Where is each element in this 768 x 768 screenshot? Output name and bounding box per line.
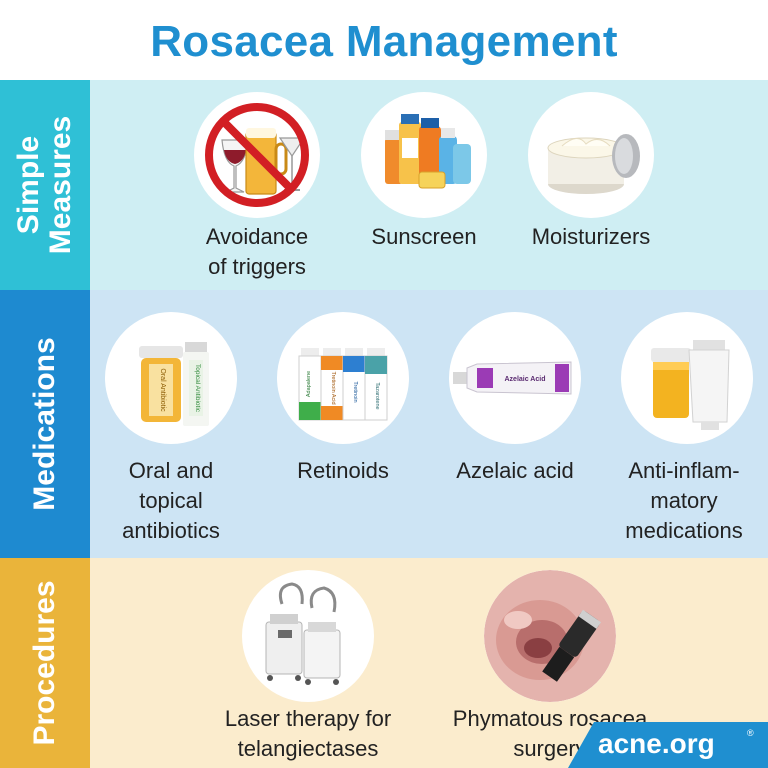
item-caption: Moisturizers	[531, 224, 651, 249]
tube-label: Azelaic Acid	[505, 376, 546, 383]
retinoid-tubes-icon: Adapalene Tretinoin Acid Tretinoin Tazar…	[277, 312, 409, 444]
nose-surgery-icon	[484, 570, 616, 702]
item-caption: Anti-inflam- matory medications	[625, 458, 743, 543]
cream-jar-icon	[528, 92, 654, 218]
logo-text: acne.org	[598, 728, 715, 759]
pill-bottle-label: Oral Antibiotic	[159, 368, 166, 412]
section-medications: Medications Oral Antibiotic Topical Anti…	[0, 290, 768, 558]
registered-mark: ®	[747, 728, 754, 738]
section-label-bar: Procedures	[0, 558, 90, 768]
section-label: Medications	[28, 337, 61, 511]
section-label-bar: Simple Measures	[0, 80, 90, 290]
item-caption: Sunscreen	[371, 224, 477, 249]
acne-org-logo[interactable]: acne.org ®	[568, 722, 768, 768]
antibiotics-icon: Oral Antibiotic Topical Antibiotic	[105, 312, 237, 444]
tube-label: Tretinoin	[352, 381, 358, 402]
azelaic-tube-icon: Azelaic Acid	[449, 312, 581, 444]
item-caption: Avoidance of triggers	[205, 224, 309, 279]
item-caption: Azelaic acid	[456, 458, 574, 483]
item-caption: Retinoids	[297, 458, 389, 483]
tube-label: Topical Antibiotic	[194, 364, 201, 413]
tube-label: Adapalene	[306, 371, 312, 397]
tube-label: Tazarotene	[374, 382, 380, 409]
section-label: Simple Measures	[12, 115, 77, 255]
section-label: Procedures	[28, 580, 61, 746]
sunscreen-bottles-icon	[361, 92, 487, 218]
section-label-bar: Medications	[0, 290, 90, 558]
laser-machine-icon	[242, 570, 374, 702]
item-caption: Oral and topical antibiotics	[122, 458, 220, 543]
section-simple-measures: Simple Measures Avoidance of trigge	[0, 80, 768, 290]
page-title: Rosacea Management	[150, 17, 618, 66]
tube-label: Tretinoin Acid	[330, 371, 336, 404]
pill-bottle-tube-icon	[621, 312, 753, 444]
no-alcohol-icon	[194, 92, 320, 218]
item-caption: Laser therapy for telangiectases	[224, 706, 392, 761]
